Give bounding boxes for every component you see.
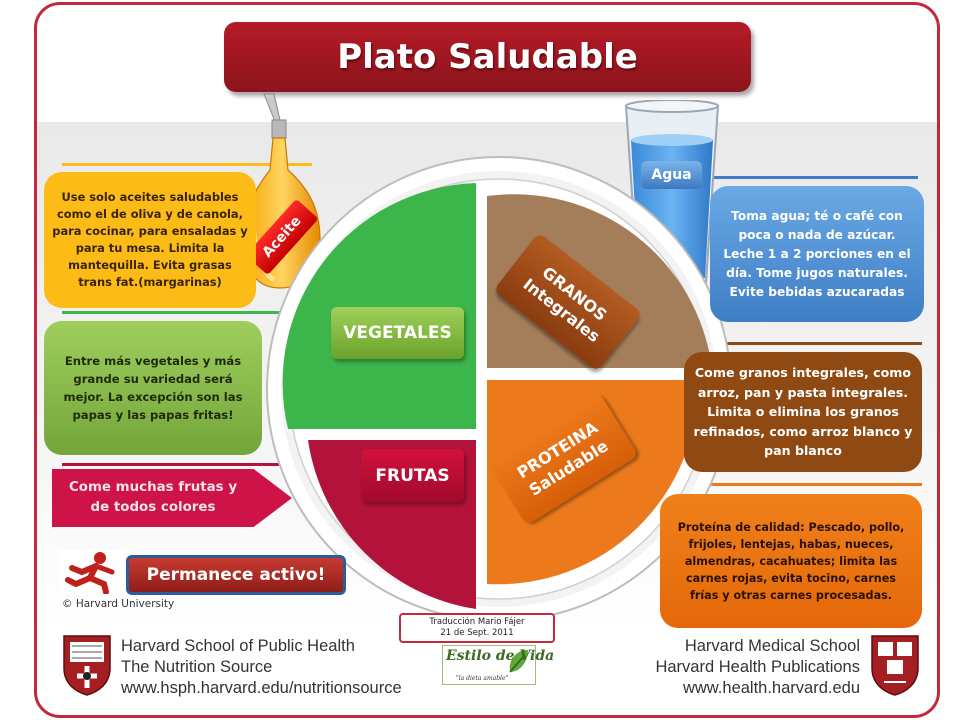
estilo-de-vida-logo: [442, 645, 536, 685]
estilo-de-vida-name: Estilo de Vida: [446, 648, 555, 664]
footer-left-line2: The Nutrition Source: [121, 658, 273, 676]
footer-right-line2: Harvard Health Publications: [655, 658, 860, 676]
leaf-icon: [509, 650, 528, 673]
stay-active-banner: Permanece activo!: [126, 555, 346, 595]
vegetables-guide-line: [62, 311, 342, 314]
copyright-text: © Harvard University: [62, 598, 175, 610]
oil-guide-line: [62, 163, 312, 166]
protein-info-box: Proteína de calidad: Pescado, pollo, fri…: [660, 494, 922, 628]
oil-info-box: Use solo aceites saludables como el de o…: [44, 172, 256, 308]
credit-line2: 21 de Sept. 2011: [440, 628, 514, 638]
vegetables-label: VEGETALES: [331, 307, 464, 359]
water-guide-line: [700, 176, 918, 179]
footer-left: Harvard School of Public Health The Nutr…: [121, 636, 402, 699]
footer-left-line1: Harvard School of Public Health: [121, 637, 355, 655]
estilo-de-vida-tagline: "la dieta amable": [456, 675, 509, 682]
fruits-guide-line: [62, 463, 392, 466]
footer-right-url: www.health.harvard.edu: [682, 679, 860, 697]
footer-left-url: www.hsph.harvard.edu/nutritionsource: [121, 679, 402, 697]
harvard-sph-shield-icon: [63, 635, 111, 696]
translation-credit: Traducción Mario Fájer 21 de Sept. 2011: [399, 613, 555, 643]
water-info-box: Toma agua; té o café con poca o nada de …: [710, 186, 924, 322]
fruits-label: FRUTAS: [361, 449, 464, 502]
vegetables-segment: [282, 183, 476, 429]
grains-info-box: Come granos integrales, como arroz, pan …: [684, 352, 922, 472]
harvard-medical-shield-icon: [871, 635, 919, 696]
page-title: Plato Saludable: [224, 22, 751, 92]
water-label: Agua: [641, 161, 702, 189]
grains-guide-line: [690, 342, 922, 345]
fruits-info-arrow: Come muchas frutas y de todos colores: [52, 469, 292, 527]
credit-line1: Traducción Mario Fájer: [429, 617, 525, 627]
footer-right: Harvard Medical School Harvard Health Pu…: [655, 636, 860, 699]
protein-guide-line: [680, 483, 922, 486]
vegetables-info-box: Entre más vegetales y más grande su vari…: [44, 321, 262, 455]
footer-right-line1: Harvard Medical School: [684, 637, 860, 655]
runner-icon: [60, 550, 124, 594]
